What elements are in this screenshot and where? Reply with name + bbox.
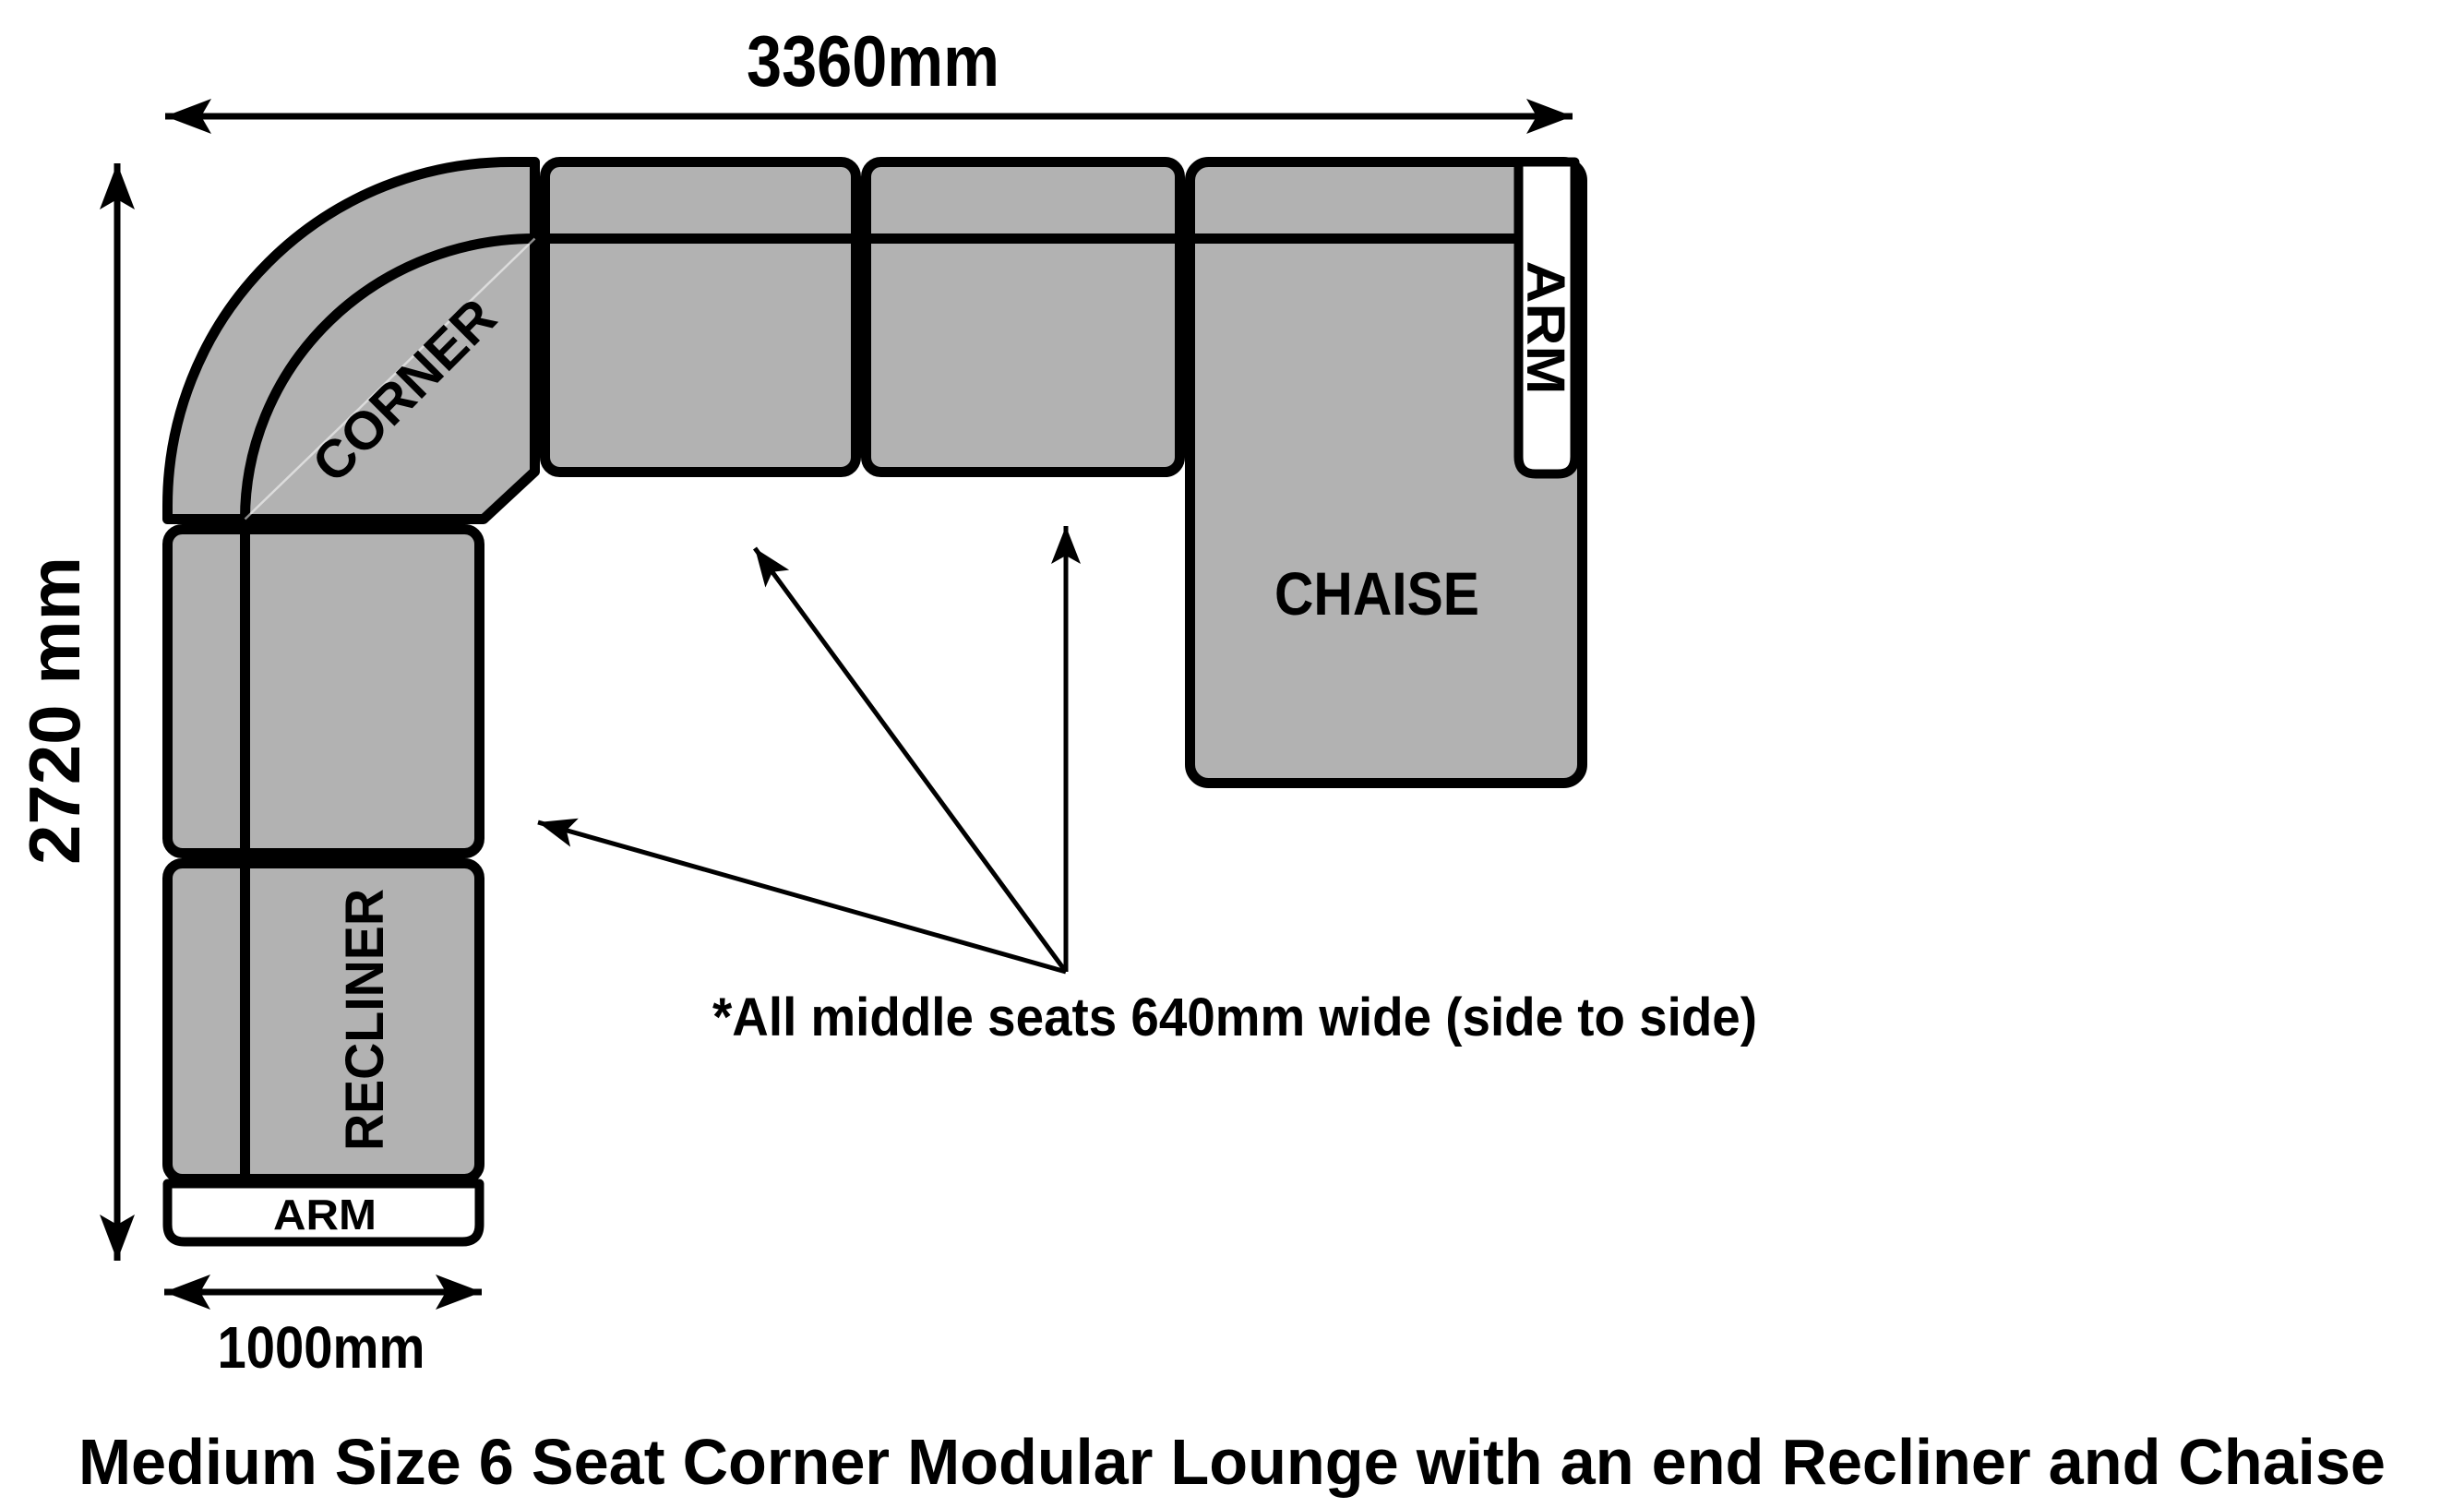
right-arm [1513,157,1580,479]
left-dimension-label: 2720 mm [14,557,95,865]
annotation-arrow-left-seat [537,818,1067,975]
middle-seats-note: *All middle seats 640mm wide (side to si… [712,987,1757,1047]
recliner-label: RECLINER [335,889,395,1151]
sofa-body [162,157,1587,1247]
chaise-label: CHAISE [1274,559,1479,628]
bottom-dimension-label: 1000mm [218,1314,425,1381]
middle-seat-3 [162,524,484,858]
corner-seam-line [244,237,536,521]
dimension-arrows [100,99,1573,1310]
top-dimension-label: 3360mm [747,20,999,102]
right-arm-label: ARM [1515,261,1575,395]
corner-backrest-arc [240,233,535,520]
middle-seat-2 [861,157,1185,477]
recliner-module [162,858,484,1184]
diagram-title: Medium Size 6 Seat Corner Modular Lounge… [78,1426,2386,1498]
middle-seat-1 [540,157,861,477]
bottom-arm-label: ARM [273,1191,377,1239]
annotation-arrow-seat1 [752,546,1069,974]
bottom-arm [162,1179,484,1247]
annotation-arrows [537,526,1081,975]
chaise-module [1185,157,1587,788]
